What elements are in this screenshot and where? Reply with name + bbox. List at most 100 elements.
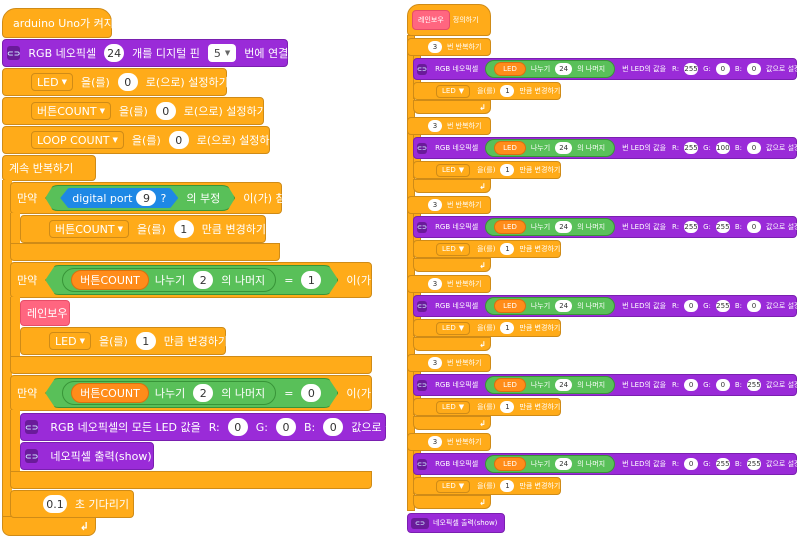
repeat-count-input[interactable]: 3 [428, 199, 442, 211]
neopixel-set-led-block[interactable]: ⊂⊃ RGB 네오픽셀 LED 나누기 24 의 나머지 번 LED의 값을 R… [413, 453, 800, 475]
mod-operator[interactable]: LED 나누기 24 의 나머지 [485, 60, 616, 78]
wait-block[interactable]: 0.1 초 기다리기 [10, 490, 134, 518]
wait-input[interactable]: 0.1 [43, 495, 67, 513]
mod-operator[interactable]: LED 나누기 24 의 나머지 [485, 218, 616, 236]
rhs-input[interactable]: 0 [301, 384, 321, 402]
divisor-input[interactable]: 2 [193, 384, 213, 402]
neopixel-set-led-block[interactable]: ⊂⊃ RGB 네오픽셀 LED 나누기 24 의 나머지 번 LED의 값을 R… [413, 58, 800, 80]
value-input[interactable]: 0 [168, 131, 189, 149]
repeat-block[interactable]: 3 번 반복하기 [407, 354, 491, 372]
variable-led[interactable]: LED [494, 378, 526, 392]
forever-loop-foot[interactable]: ↲ [2, 516, 96, 536]
repeat-block[interactable]: 3 번 반복하기 [407, 38, 491, 56]
r-input[interactable]: 255 [684, 221, 699, 233]
divisor-input[interactable]: 24 [555, 63, 573, 75]
value-input[interactable]: 1 [500, 401, 515, 413]
g-input[interactable]: 0 [275, 418, 296, 436]
repeat-count-input[interactable]: 3 [428, 41, 442, 53]
r-input[interactable]: 255 [684, 63, 699, 75]
value-input[interactable]: 0 [117, 73, 138, 91]
equals-operator[interactable]: 버튼COUNT 나누기 2 의 나머지 = 0 [45, 378, 338, 408]
r-input[interactable]: 0 [684, 379, 699, 391]
set-variable-buttoncount[interactable]: 버튼COUNT▼ 을(를) 0 로(으로) 설정하기 [2, 97, 267, 125]
change-led[interactable]: LED▼ 을(를) 1 만큼 변경하기 [413, 398, 561, 416]
neopixel-show-block[interactable]: ⊂⊃ 네오픽셀 출력(show) [407, 513, 505, 533]
variable-dropdown-led[interactable]: LED▼ [436, 163, 471, 177]
divisor-input[interactable]: 24 [555, 221, 573, 233]
change-led[interactable]: LED▼ 을(를) 1 만큼 변경하기 [413, 240, 561, 258]
repeat-count-input[interactable]: 3 [428, 357, 442, 369]
variable-dropdown-buttoncount[interactable]: 버튼COUNT▼ [31, 102, 111, 120]
variable-dropdown-led[interactable]: LED▼ [49, 332, 91, 350]
value-input[interactable]: 1 [500, 322, 515, 334]
if-block-1[interactable]: 만약 digital port 9 ? 의 부정 이(가) 참이면 [10, 182, 306, 214]
change-led[interactable]: LED▼ 을(를) 1 만큼 변경하기 [413, 161, 561, 179]
value-input[interactable]: 1 [500, 243, 515, 255]
repeat-count-input[interactable]: 3 [428, 436, 442, 448]
repeat-block[interactable]: 3 번 반복하기 [407, 433, 491, 451]
variable-led[interactable]: LED [494, 299, 526, 313]
neopixel-set-led-block[interactable]: ⊂⊃ RGB 네오픽셀 LED 나누기 24 의 나머지 번 LED의 값을 R… [413, 295, 800, 317]
divisor-input[interactable]: 24 [555, 300, 573, 312]
r-input[interactable]: 0 [684, 458, 699, 470]
pin-dropdown[interactable]: 5▼ [207, 44, 237, 62]
repeat-block[interactable]: 3 번 반복하기 [407, 196, 491, 214]
value-input[interactable]: 0 [155, 102, 176, 120]
change-led[interactable]: LED▼ 을(를) 1 만큼 변경하기 [413, 477, 561, 495]
divisor-input[interactable]: 24 [555, 142, 573, 154]
function-name[interactable]: 레인보우 [412, 10, 450, 30]
if-block-2[interactable]: 만약 버튼COUNT 나누기 2 의 나머지 = 1 이(가) 참이면 [10, 262, 409, 298]
g-input[interactable]: 0 [715, 379, 730, 391]
g-input[interactable]: 255 [715, 221, 730, 233]
neopixel-show-block[interactable]: ⊂⊃ 네오픽셀 출력(show) [20, 442, 154, 470]
mod-operator[interactable]: 버튼COUNT 나누기 2 의 나머지 [62, 381, 276, 405]
divisor-input[interactable]: 24 [555, 458, 573, 470]
variable-led[interactable]: LED [494, 457, 526, 471]
change-led[interactable]: LED▼ 을(를) 1 만큼 변경하기 [413, 82, 561, 100]
neopixel-connect-block[interactable]: ⊂⊃ RGB 네오픽셀 24 개를 디지털 핀 5▼ 번에 연결 [2, 39, 288, 67]
repeat-foot[interactable]: ↲ [413, 100, 491, 114]
value-input[interactable]: 1 [500, 480, 515, 492]
value-input[interactable]: 1 [500, 85, 515, 97]
variable-dropdown-led[interactable]: LED▼ [31, 73, 73, 91]
repeat-foot[interactable]: ↲ [413, 258, 491, 272]
define-rainbow-hat[interactable]: 레인보우 정의하기 [407, 4, 491, 36]
mod-operator[interactable]: LED 나누기 24 의 나머지 [485, 376, 616, 394]
repeat-foot[interactable]: ↲ [413, 495, 491, 509]
variable-dropdown-led[interactable]: LED▼ [436, 479, 471, 493]
rhs-input[interactable]: 1 [301, 271, 321, 289]
equals-operator[interactable]: 버튼COUNT 나누기 2 의 나머지 = 1 [45, 265, 338, 295]
neopixel-set-led-block[interactable]: ⊂⊃ RGB 네오픽셀 LED 나누기 24 의 나머지 번 LED의 값을 R… [413, 137, 800, 159]
mod-operator[interactable]: LED 나누기 24 의 나머지 [485, 139, 616, 157]
change-led[interactable]: LED▼ 을(를) 1 만큼 변경하기 [413, 319, 561, 337]
pixel-count-input[interactable]: 24 [104, 44, 125, 62]
neopixel-set-led-block[interactable]: ⊂⊃ RGB 네오픽셀 LED 나누기 24 의 나머지 번 LED의 값을 R… [413, 216, 800, 238]
repeat-count-input[interactable]: 3 [428, 120, 442, 132]
g-input[interactable]: 100 [715, 142, 730, 154]
variable-dropdown-loopcount[interactable]: LOOP COUNT▼ [31, 131, 124, 149]
call-rainbow-block[interactable]: 레인보우 [20, 300, 70, 326]
g-input[interactable]: 255 [715, 458, 730, 470]
variable-dropdown-led[interactable]: LED▼ [436, 321, 471, 335]
not-operator[interactable]: digital port 9 ? 의 부정 [45, 185, 235, 211]
variable-led[interactable]: LED [494, 62, 526, 76]
neopixel-set-all-block[interactable]: ⊂⊃ RGB 네오픽셀의 모든 LED 값을 R: 0 G: 0 B: 0 값으… [20, 413, 405, 441]
variable-buttoncount[interactable]: 버튼COUNT [71, 383, 149, 403]
variable-dropdown-led[interactable]: LED▼ [436, 400, 471, 414]
set-variable-loopcount[interactable]: LOOP COUNT▼ 을(를) 0 로(으로) 설정하기 [2, 126, 280, 154]
repeat-foot[interactable]: ↲ [413, 179, 491, 193]
value-input[interactable]: 1 [173, 220, 194, 238]
repeat-foot[interactable]: ↲ [413, 416, 491, 430]
b-input[interactable]: 0 [747, 63, 762, 75]
forever-loop-block[interactable]: 계속 반복하기 [2, 155, 96, 181]
variable-led[interactable]: LED [494, 141, 526, 155]
b-input[interactable]: 0 [747, 142, 762, 154]
variable-dropdown-led[interactable]: LED▼ [436, 242, 471, 256]
r-input[interactable]: 0 [684, 300, 699, 312]
variable-led[interactable]: LED [494, 220, 526, 234]
b-input[interactable]: 255 [747, 379, 762, 391]
g-input[interactable]: 255 [715, 300, 730, 312]
divisor-input[interactable]: 24 [555, 379, 573, 391]
change-led[interactable]: LED▼ 을(를) 1 만큼 변경하기 [20, 327, 228, 355]
mod-operator[interactable]: LED 나누기 24 의 나머지 [485, 297, 616, 315]
